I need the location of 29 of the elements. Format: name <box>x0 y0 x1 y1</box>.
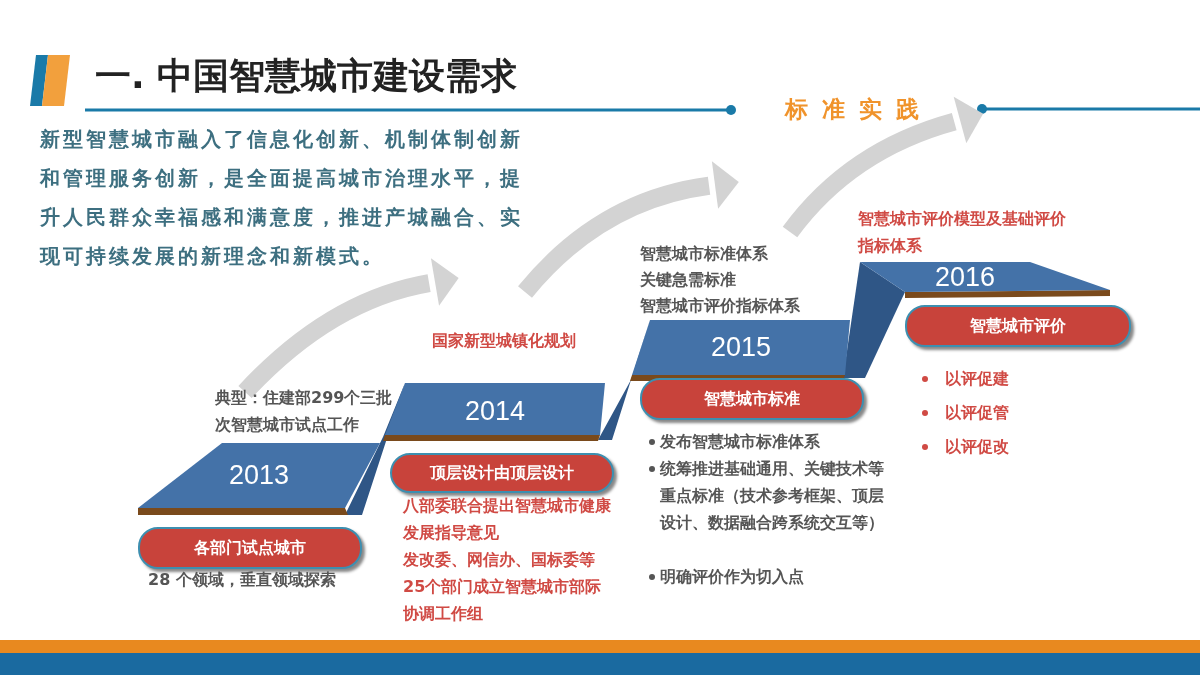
list-item-text: 以评促管 <box>945 402 1009 424</box>
category-pill: 智慧城市评价 <box>905 305 1131 347</box>
list-item-text: 发布智慧城市标准体系 <box>660 431 821 453</box>
list-item-text: 统筹推进基础通用、关键技术等重点标准（技术参考框架、顶层设计、数据融合跨系统交互等） <box>660 458 885 534</box>
list-item-text: 以评促建 <box>945 368 1009 390</box>
intro-paragraph: 新型智慧城市融入了信息化创新、机制体制创新和管理服务创新，是全面提高城市治理水平，提升人民群众幸福感和满意度，推进产城融合、实现可持续发展的新理念和新模式。 <box>40 126 524 270</box>
category-pill: 各部门试点城市 <box>138 527 362 569</box>
year-label: 2014 <box>463 396 527 426</box>
note-text: 智慧城市标准体系 <box>640 243 768 265</box>
list-item-text: 以评促改 <box>945 436 1009 458</box>
note-text: 28 个领域，垂直领域探索 <box>148 569 336 591</box>
slide-title: 一. 中国智慧城市建设需求 <box>95 54 518 98</box>
category-pill: 智慧城市标准 <box>640 378 864 420</box>
note-text: 八部委联合提出智慧城市健康发展指导意见 <box>403 495 612 544</box>
year-label: 2013 <box>227 460 291 490</box>
note-text: 典型：住建部299个三批次智慧城市试点工作 <box>215 387 394 436</box>
stair-step <box>632 320 850 375</box>
note-text: 关键急需标准 <box>640 269 736 291</box>
note-text: 智慧城市评价指标体系 <box>640 295 800 317</box>
year-label: 2016 <box>933 262 997 292</box>
note-text: 智慧城市评价模型及基础评价指标体系 <box>858 208 1067 257</box>
stair-step <box>860 262 1110 292</box>
note-text: 发改委、网信办、国标委等25个部门成立智慧城市部际协调工作组 <box>403 549 603 625</box>
year-label: 2015 <box>709 332 773 362</box>
list-item-text: 明确评价作为切入点 <box>660 566 805 588</box>
stair-step <box>138 443 380 508</box>
category-pill: 顶层设计由顶层设计 <box>390 453 614 493</box>
section-heading: 标准实践 <box>785 95 933 124</box>
note-text: 国家新型城镇化规划 <box>432 330 576 352</box>
